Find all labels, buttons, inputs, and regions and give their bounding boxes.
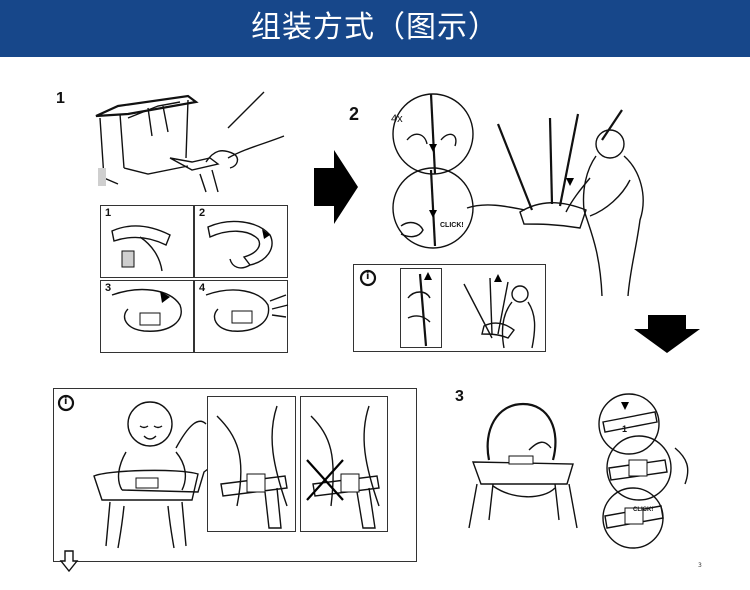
click-label: CLICK!: [440, 222, 464, 229]
quantity-label: 4x: [391, 113, 403, 125]
click-label-step3: CLICK!: [633, 507, 653, 513]
down-arrow-outline-icon: [60, 550, 78, 572]
step-2-number: 2: [349, 104, 359, 125]
title-banner: 组装方式（图示）: [0, 0, 750, 57]
strap-detail-drawings: [207, 396, 392, 536]
step-1-number: 1: [56, 90, 65, 108]
step3-substep-label: 1: [622, 424, 627, 434]
info-illustrations: [400, 268, 545, 352]
step1-chair-illustration: [88, 88, 288, 198]
step3-buckle-details: [595, 388, 695, 548]
arrow-down-icon: [632, 313, 702, 355]
step1-strap-drawings: [100, 205, 290, 355]
page-number: 3: [698, 562, 702, 569]
arrow-right-icon: [312, 148, 360, 226]
step3-chair-illustration: [463, 400, 593, 530]
cross-icon: [307, 460, 343, 500]
page-title: 组装方式（图示）: [0, 6, 750, 50]
info-icon-letter: i: [366, 271, 369, 282]
info-icon-bottom-letter: i: [64, 396, 67, 407]
baby-in-chair-illustration: [88, 396, 218, 556]
